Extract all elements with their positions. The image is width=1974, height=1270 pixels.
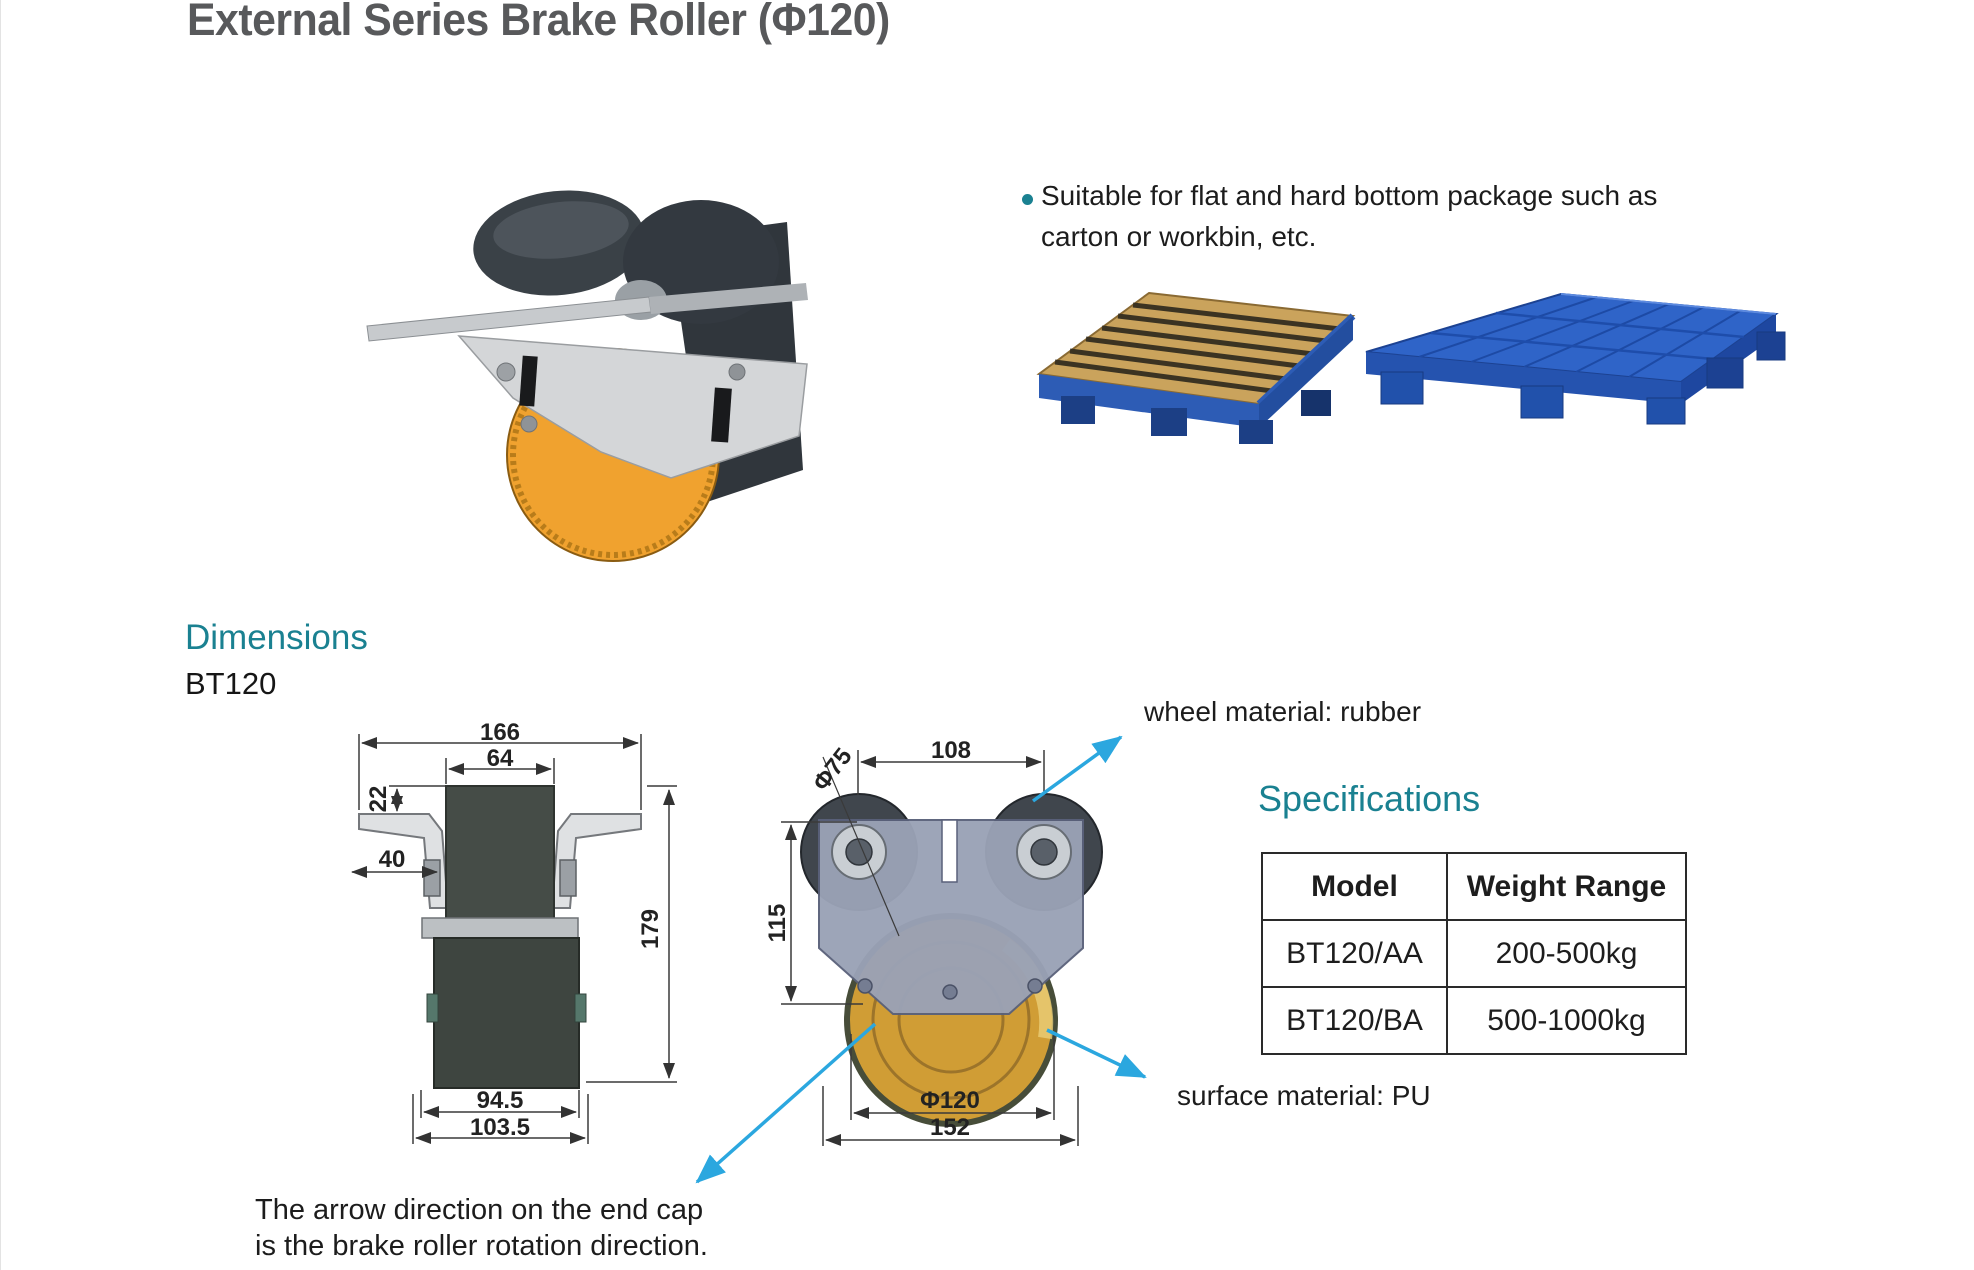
dim-wheel-diameter: Φ120: [920, 1087, 980, 1114]
dim-flange-offset: 22: [365, 785, 392, 813]
spec-cell-model: BT120/BA: [1261, 986, 1448, 1055]
spec-table-header-row: Model Weight Range: [1261, 852, 1687, 921]
dim-overall-height: 179: [637, 908, 664, 950]
dim-overall-width: 166: [479, 719, 521, 746]
feature-bullet-line2: carton or workbin, etc.: [1041, 221, 1317, 252]
page-title: External Series Brake Roller (Φ120): [187, 0, 890, 45]
wheel-material-label: wheel material: rubber: [1144, 696, 1422, 727]
spec-cell-model: BT120/AA: [1261, 919, 1448, 988]
plastic-pallet-image: [1365, 292, 1786, 425]
product-photo: [366, 190, 808, 562]
wheel-material-arrow: [1031, 735, 1123, 803]
dim-roller-center-distance: 108: [930, 737, 972, 764]
spec-cell-weight: 200-500kg: [1446, 919, 1687, 988]
spec-header-model: Model: [1261, 852, 1448, 921]
spec-header-weight-range: Weight Range: [1446, 852, 1687, 921]
dim-outer-base-width: 103.5: [469, 1114, 531, 1141]
dimensions-heading: Dimensions: [185, 618, 368, 657]
dim-roller-width: 64: [486, 745, 514, 772]
feature-bullet-line1: Suitable for flat and hard bottom packag…: [1041, 180, 1658, 211]
specifications-heading: Specifications: [1258, 778, 1481, 819]
surface-material-arrow: [1046, 1028, 1147, 1079]
wooden-pallet-image: [1036, 291, 1356, 444]
dim-flange-length: 40: [378, 846, 406, 873]
surface-material-label: surface material: PU: [1177, 1080, 1431, 1111]
spec-cell-weight: 500-1000kg: [1446, 986, 1687, 1055]
rotation-note-arrow: [695, 1022, 877, 1184]
bullet-icon: [1022, 194, 1033, 205]
dim-axle-height: 115: [764, 903, 791, 943]
model-code-label: BT120: [185, 666, 277, 701]
spec-table-row: BT120/BA 500-1000kg: [1261, 986, 1687, 1055]
front-view-drawing: [781, 750, 1103, 1146]
leader-arrows: [695, 735, 1147, 1184]
dim-front-overall-width: 152: [929, 1114, 971, 1141]
spec-table-row: BT120/AA 200-500kg: [1261, 919, 1687, 988]
spec-table: Model Weight Range BT120/AA 200-500kg BT…: [1261, 852, 1687, 1055]
rotation-footnote-line2: is the brake roller rotation direction.: [255, 1230, 708, 1262]
side-view-drawing: [351, 734, 677, 1144]
rotation-footnote-line1: The arrow direction on the end cap: [255, 1194, 704, 1226]
dim-inner-base-width: 94.5: [476, 1087, 524, 1114]
